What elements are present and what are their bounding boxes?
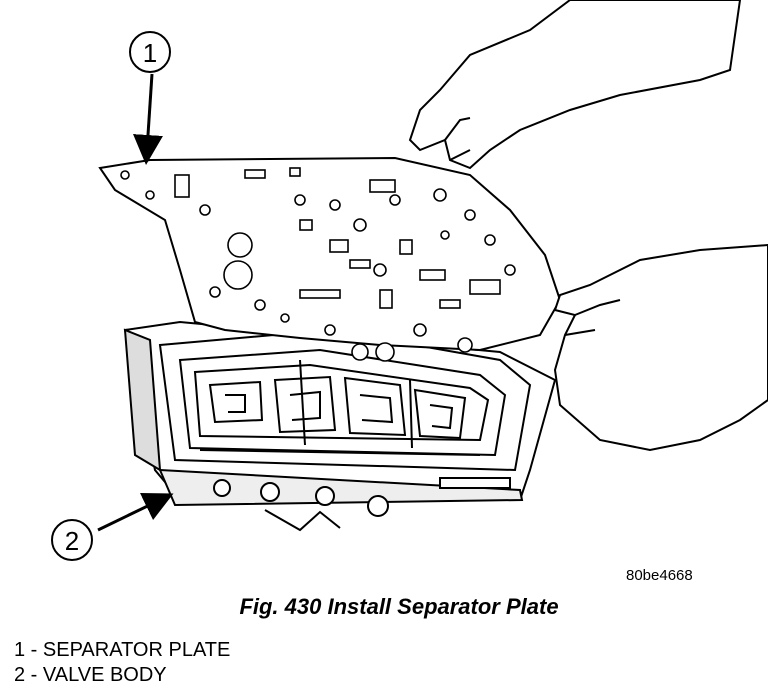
hands (408, 0, 768, 452)
figure-caption: Fig. 430 Install Separator Plate (239, 594, 559, 619)
separator-plate (98, 156, 562, 362)
callout-2: 2 (51, 493, 174, 561)
valve-body (123, 320, 557, 532)
callout-1-number: 1 (143, 38, 157, 68)
valve-body-illustration: 1 2 (51, 0, 768, 561)
callout-1: 1 (129, 31, 171, 165)
legend: 1 - SEPARATOR PLATE 2 - VALVE BODY (14, 638, 230, 688)
legend-item-separator-plate: 1 - SEPARATOR PLATE (14, 639, 231, 661)
callout-2-number: 2 (65, 526, 79, 556)
legend-item-valve-body: 2 - VALVE BODY (14, 664, 167, 686)
image-reference-code: 80be4668 (626, 567, 693, 584)
